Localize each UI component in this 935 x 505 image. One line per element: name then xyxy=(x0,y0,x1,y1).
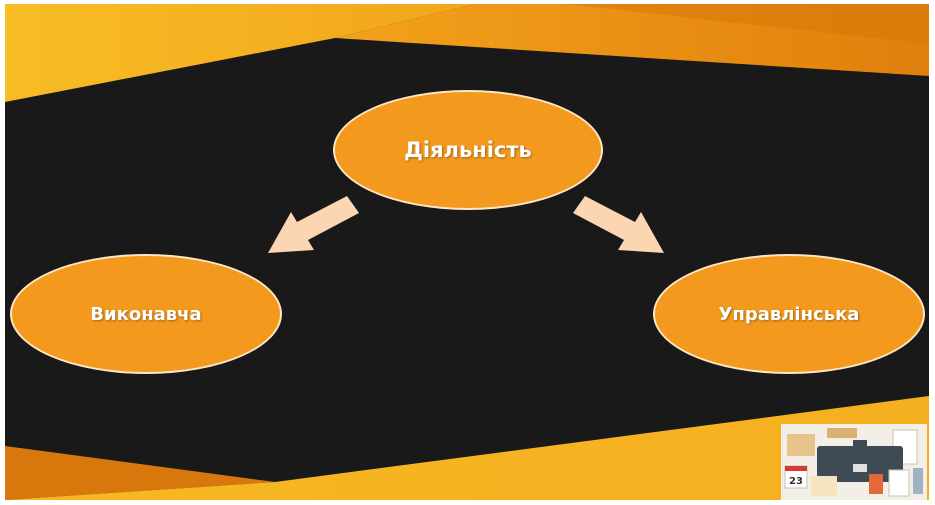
slide: Діяльність Виконавча Управлінська 23 xyxy=(5,4,929,500)
arrows-layer xyxy=(268,196,664,253)
calendar-day: 23 xyxy=(789,476,803,487)
arrow-right xyxy=(573,196,664,253)
arrow-left xyxy=(268,196,359,253)
office-supplies-clipart-icon: 23 xyxy=(781,424,927,500)
bottom-gold-band xyxy=(5,396,929,500)
node-activity-label: Діяльність xyxy=(404,138,532,162)
node-managerial: Управлінська xyxy=(653,254,925,374)
top-gold-band xyxy=(5,4,475,102)
node-executive: Виконавча xyxy=(10,254,282,374)
node-executive-label: Виконавча xyxy=(90,303,202,325)
node-activity: Діяльність xyxy=(333,90,603,210)
decorative-bands xyxy=(5,4,929,500)
node-managerial-label: Управлінська xyxy=(718,303,860,325)
top-dark-orange-band xyxy=(565,4,929,44)
